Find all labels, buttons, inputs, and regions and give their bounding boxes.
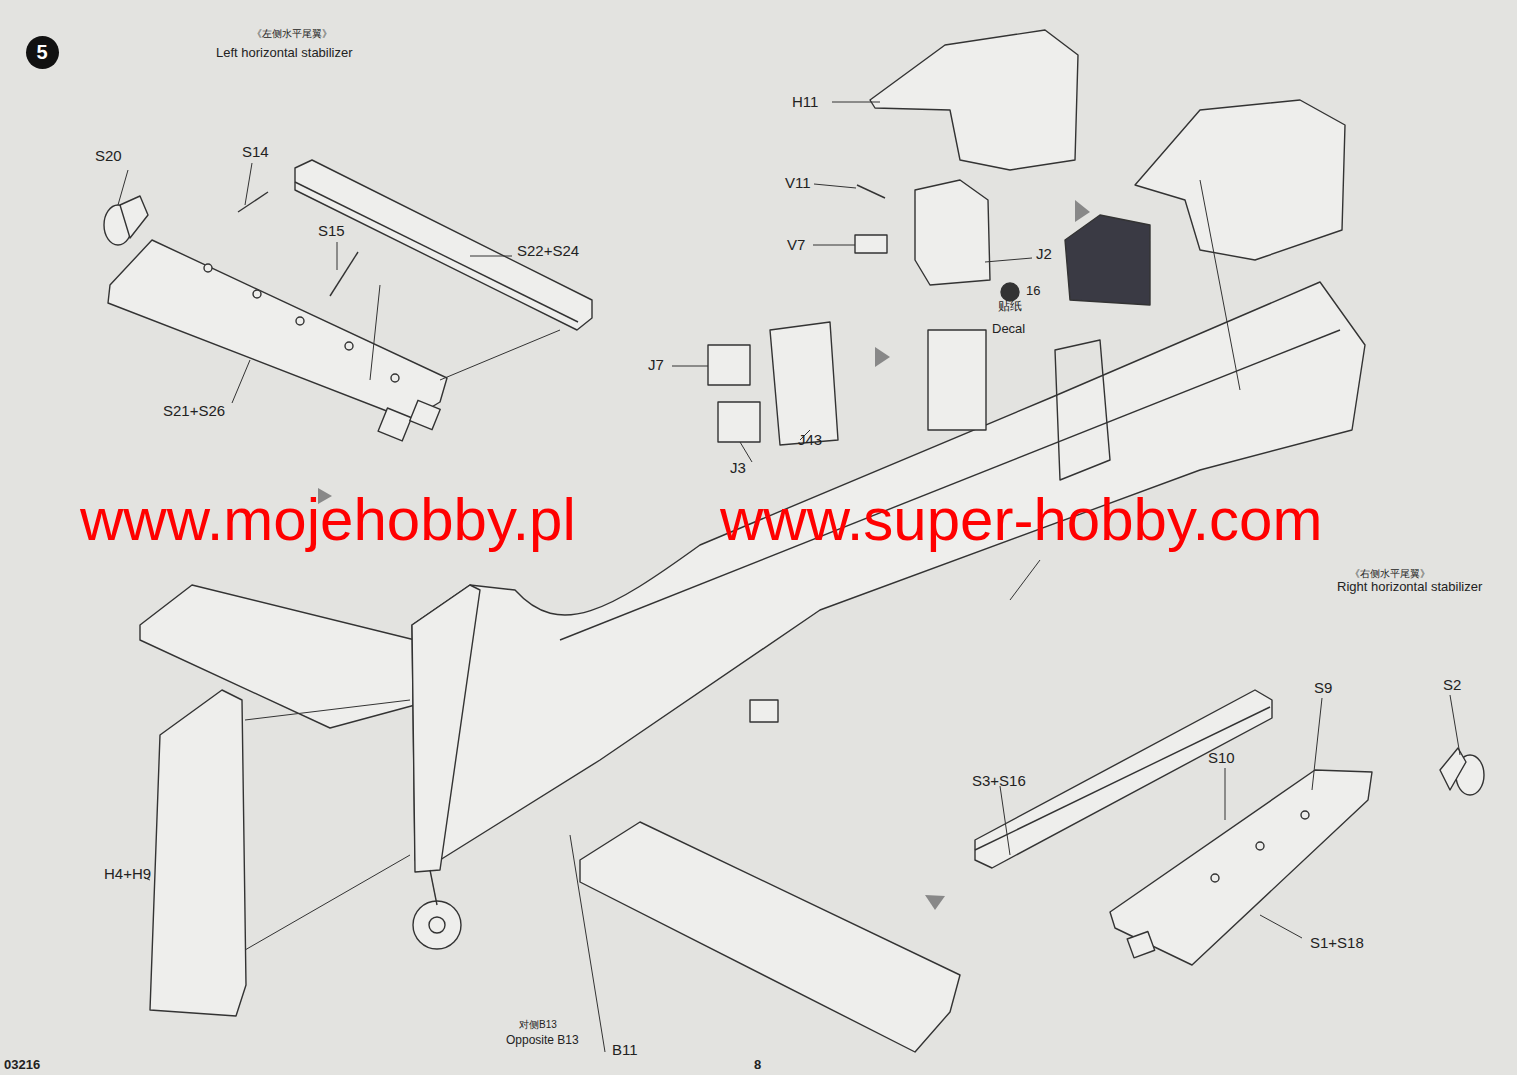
part-label: S9	[1314, 680, 1332, 697]
step-badge: 5	[26, 36, 59, 69]
decal-number: 16	[1026, 284, 1040, 298]
part-label: S3+S16	[972, 773, 1026, 790]
part-label: J7	[648, 357, 664, 374]
part-label: V11	[785, 175, 811, 192]
part-label: S15	[318, 223, 345, 240]
caption: Right horizontal stabilizer	[1337, 580, 1482, 594]
decal-label: Decal	[992, 322, 1025, 336]
part-label: H11	[792, 94, 818, 111]
decal-chinese: 贴纸	[998, 300, 1022, 313]
part-label: S21+S26	[163, 403, 225, 420]
page-number: 8	[754, 1058, 761, 1072]
part-label: J3	[730, 460, 746, 477]
note-chinese: 对侧B13	[519, 1019, 557, 1030]
part-label: B11	[612, 1042, 638, 1059]
caption-chinese: 《右侧水平尾翼》	[1350, 568, 1430, 579]
part-label: J2	[1036, 246, 1052, 263]
part-label: H4+H9	[104, 866, 151, 883]
watermark: www.mojehobby.pl	[80, 487, 576, 553]
caption: Left horizontal stabilizer	[216, 46, 353, 60]
part-label: S20	[95, 148, 122, 165]
part-label: S14	[242, 144, 269, 161]
step-number: 5	[36, 41, 47, 64]
part-label: S1+S18	[1310, 935, 1364, 952]
part-label: V7	[787, 237, 805, 254]
part-label: S2	[1443, 677, 1461, 694]
part-label: S22+S24	[517, 243, 579, 260]
caption-chinese: 《左侧水平尾翼》	[252, 28, 332, 39]
part-label: J43	[798, 432, 822, 449]
watermark: www.super-hobby.com	[720, 487, 1322, 553]
page-code: 03216	[4, 1058, 40, 1072]
part-label: S10	[1208, 750, 1235, 767]
note: Opposite B13	[506, 1034, 579, 1047]
